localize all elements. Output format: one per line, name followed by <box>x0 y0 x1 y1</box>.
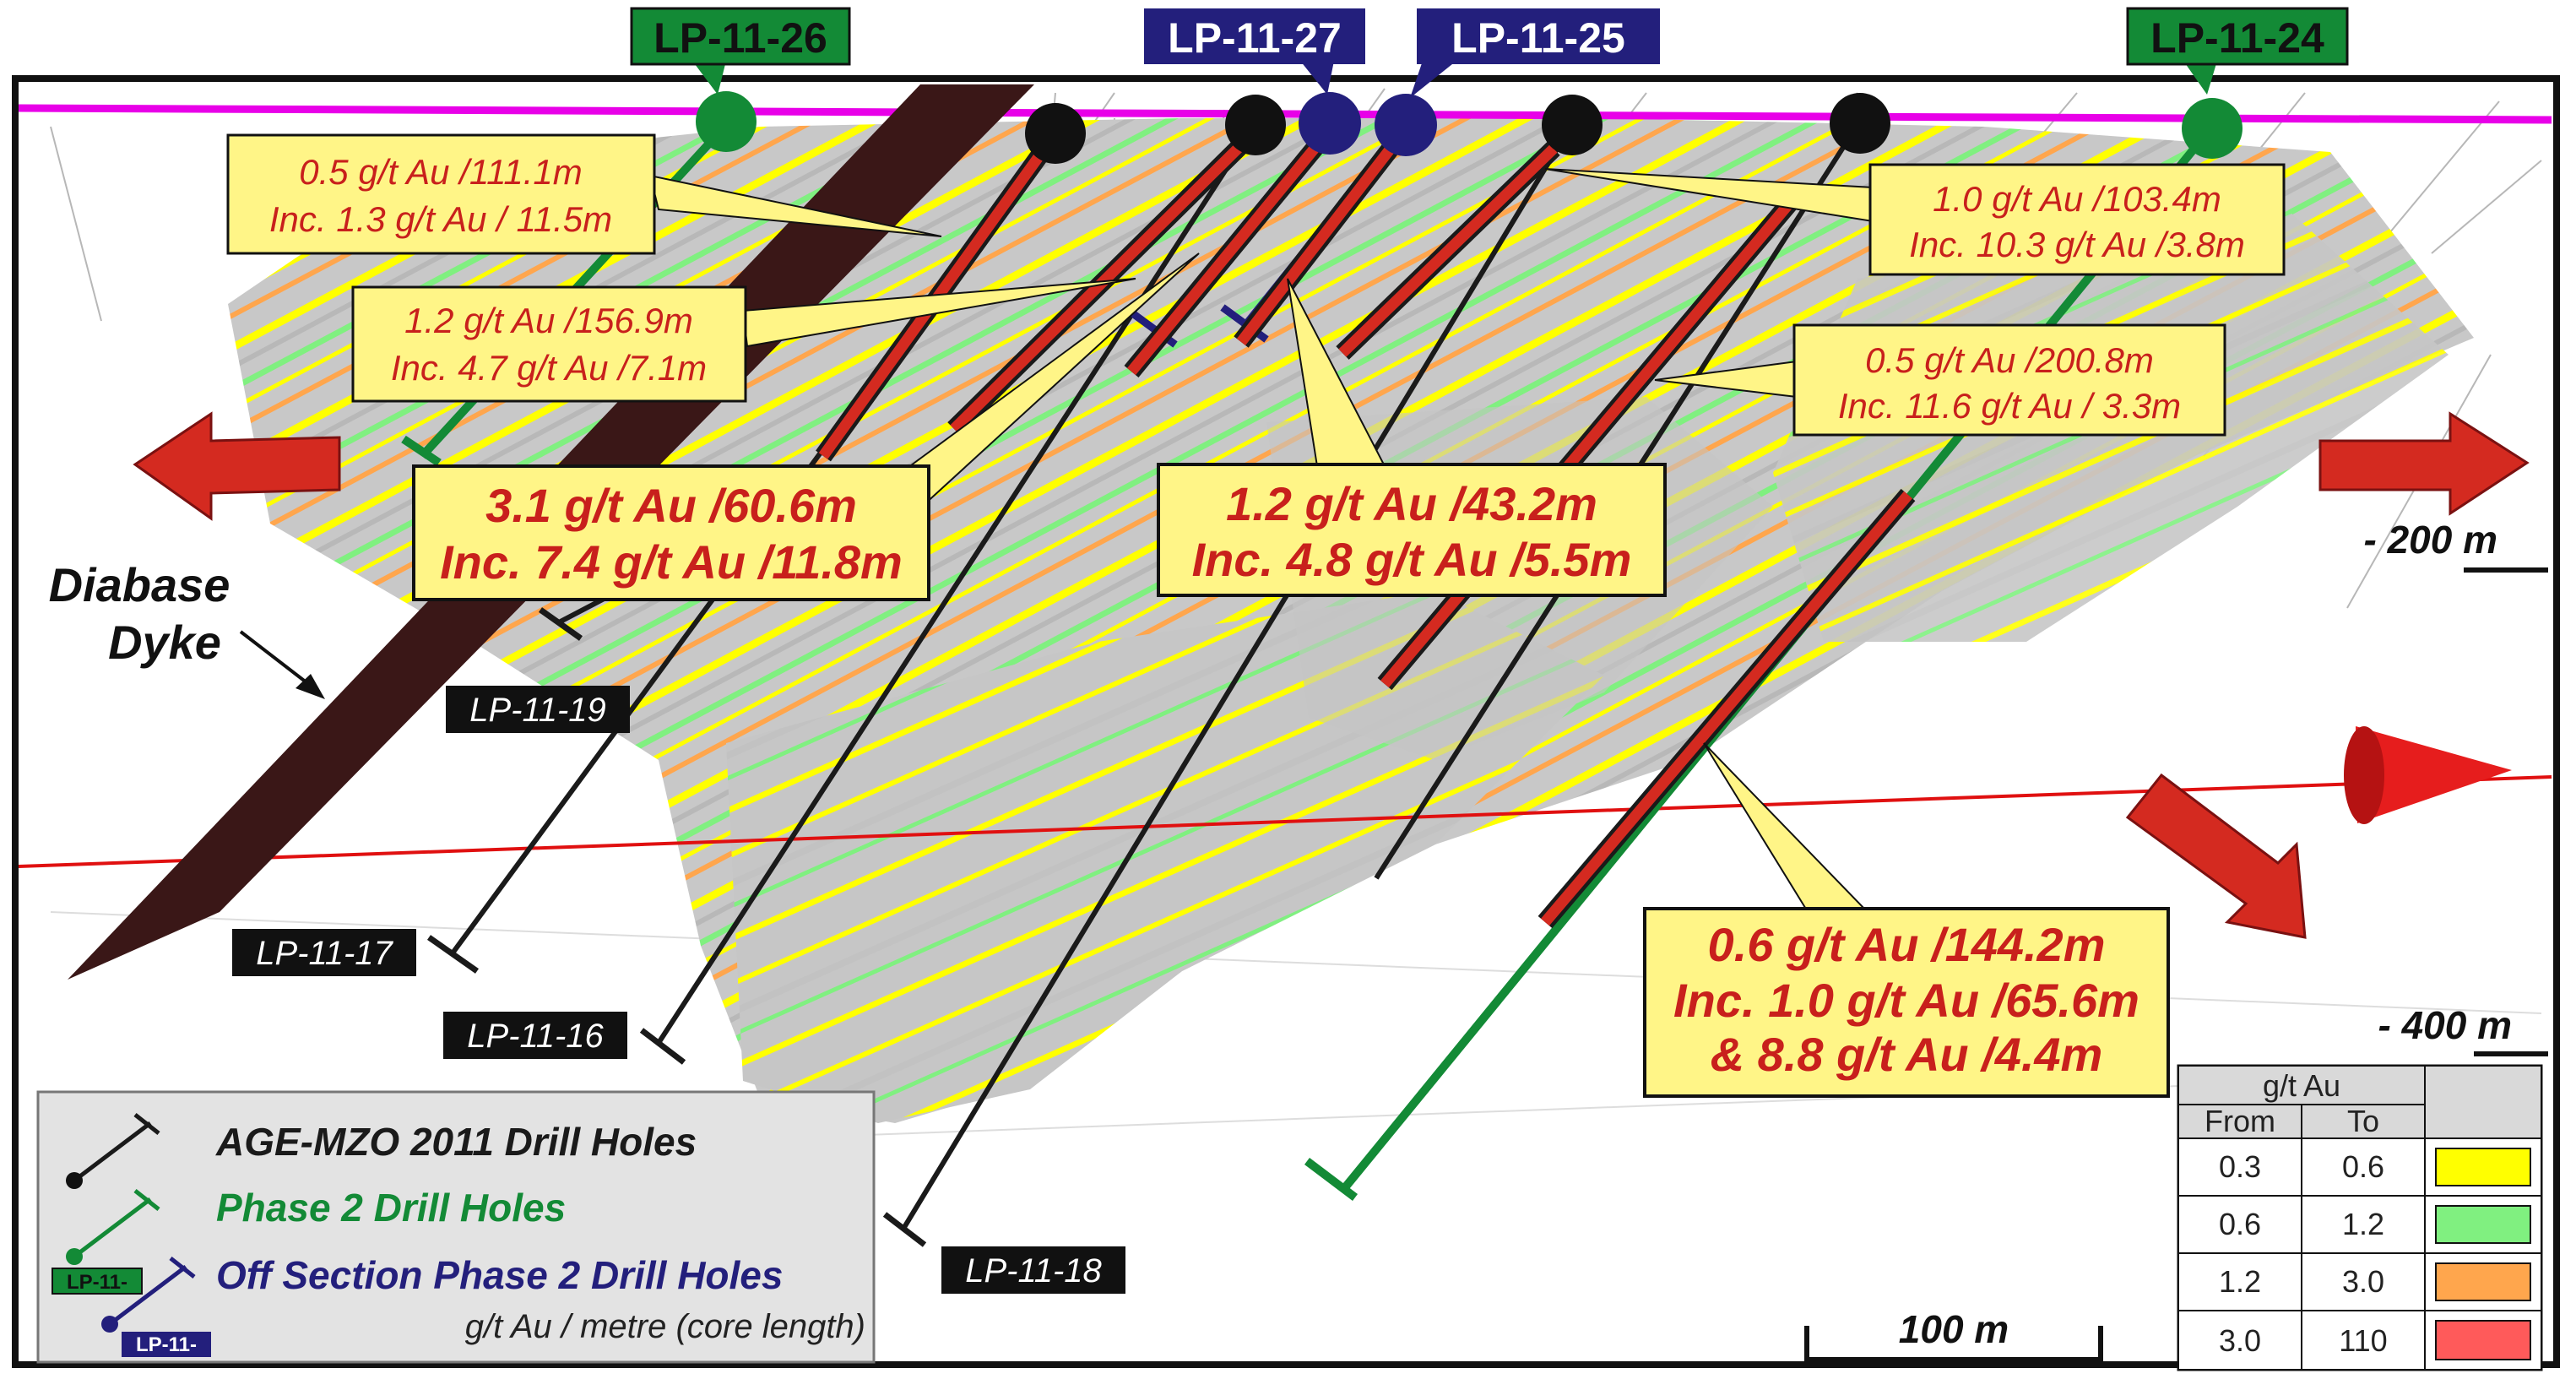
collar-age-1 <box>1025 103 1086 164</box>
grade-from: 1.2 <box>2219 1264 2261 1299</box>
callout-line: Inc. 4.8 g/t Au /5.5m <box>1192 533 1632 586</box>
hole-label-text: LP-11-19 <box>469 692 606 729</box>
callout-line: Inc. 7.4 g/t Au /11.8m <box>440 535 903 589</box>
grade-row: 0.6 1.2 <box>2177 1195 2542 1254</box>
callout-line: 1.2 g/t Au /156.9m <box>404 301 693 340</box>
legend-age-symbol <box>66 1113 160 1189</box>
callout-c4: 1.2 g/t Au /43.2m Inc. 4.8 g/t Au /5.5m <box>1157 278 1667 597</box>
grade-from: 0.6 <box>2219 1207 2261 1241</box>
grade-table-col-to: To <box>2347 1104 2379 1138</box>
collar-label-text: LP-11-25 <box>1451 14 1625 62</box>
grade-table-title: g/t Au <box>2263 1068 2340 1103</box>
callout-line: 0.5 g/t Au /200.8m <box>1865 340 2154 380</box>
grade-row: 3.0 110 <box>2177 1310 2542 1371</box>
legend-badge-blue: LP-11- <box>136 1333 197 1356</box>
callout-c2: 1.2 g/t Au /156.9m Inc. 4.7 g/t Au /7.1m <box>351 278 1136 403</box>
depth-label-200: - 200 m <box>2363 518 2497 562</box>
grade-from: 3.0 <box>2219 1323 2261 1358</box>
red-reference-line <box>18 775 2552 868</box>
hole-label-lp-11-19: LP-11-19 <box>446 686 630 733</box>
hole-label-text: LP-11-16 <box>467 1018 604 1055</box>
collar-label-lp-11-25: LP-11-25 <box>1410 8 1660 98</box>
legend-note: g/t Au / metre (core length) <box>465 1308 865 1345</box>
callout-c3: 3.1 g/t Au /60.6m Inc. 7.4 g/t Au /11.8m <box>412 252 1200 601</box>
collar-age-4 <box>1830 93 1890 154</box>
collar-lp-11-24 <box>2182 98 2242 159</box>
collar-label-lp-11-24: LP-11-24 <box>2126 7 2349 95</box>
grade-swatch <box>2435 1320 2531 1360</box>
grade-table-col-from: From <box>2205 1104 2275 1138</box>
grade-from: 0.3 <box>2219 1149 2261 1184</box>
collar-age-2 <box>1225 95 1286 155</box>
callout-line: Inc. 1.3 g/t Au / 11.5m <box>269 199 612 239</box>
collars <box>696 91 2242 164</box>
callout-line: 0.6 g/t Au /144.2m <box>1708 918 2106 971</box>
callout-line: Inc. 4.7 g/t Au /7.1m <box>391 348 707 388</box>
collar-age-3 <box>1542 95 1603 155</box>
intercept-bars-fill <box>818 141 1912 926</box>
callout-c5: 1.0 g/t Au /103.4m Inc. 10.3 g/t Au /3.8… <box>1544 163 2286 276</box>
arrow-down-right-icon <box>2125 773 2307 939</box>
hole-label-text: LP-11-18 <box>965 1252 1102 1289</box>
collar-label-text: LP-11-26 <box>653 14 827 62</box>
legend: AGE-MZO 2011 Drill Holes LP-11- Phase 2 … <box>36 1090 876 1364</box>
hole-end-ticks <box>426 607 927 1247</box>
collar-lp-11-27 <box>1299 92 1361 155</box>
north-cone-icon <box>2344 726 2512 824</box>
hole-label-lp-11-16: LP-11-16 <box>443 1012 627 1059</box>
grade-to: 0.6 <box>2342 1149 2384 1184</box>
callout-line: 1.2 g/t Au /43.2m <box>1226 477 1597 530</box>
callout-line: Inc. 1.0 g/t Au /65.6m <box>1673 974 2139 1027</box>
callout-line: 1.0 g/t Au /103.4m <box>1933 179 2221 219</box>
grade-to: 1.2 <box>2342 1207 2384 1241</box>
scale-bar: 100 m <box>1804 1307 2103 1362</box>
legend-off-section-label: Off Section Phase 2 Drill Holes <box>216 1253 783 1297</box>
grade-swatch <box>2435 1205 2531 1244</box>
hole-label-lp-11-18: LP-11-18 <box>941 1246 1125 1294</box>
dyke-label-line1: Diabase <box>49 558 230 611</box>
top-magenta-line <box>18 104 2552 124</box>
hole-label-text: LP-11-17 <box>256 935 393 972</box>
collar-lp-11-26 <box>696 91 757 152</box>
callout-line: 0.5 g/t Au /111.1m <box>299 152 582 192</box>
legend-phase2-symbol: LP-11- <box>52 1189 160 1295</box>
collar-label-text: LP-11-27 <box>1168 14 1342 62</box>
collar-label-lp-11-27: LP-11-27 <box>1144 8 1365 95</box>
callout-c1: 0.5 g/t Au /111.1m Inc. 1.3 g/t Au / 11.… <box>226 133 942 255</box>
grade-to: 3.0 <box>2342 1264 2384 1299</box>
arrow-left-icon <box>133 411 341 521</box>
depth-label-400: - 400 m <box>2378 1003 2512 1047</box>
arrow-right-icon <box>2318 411 2530 516</box>
legend-badge-green: LP-11- <box>67 1271 127 1294</box>
callout-line: Inc. 11.6 g/t Au / 3.3m <box>1838 386 2181 426</box>
collar-label-text: LP-11-24 <box>2150 14 2324 62</box>
grade-swatch <box>2435 1262 2531 1301</box>
dyke-label-line2: Dyke <box>108 616 221 669</box>
grade-row: 0.3 0.6 <box>2177 1137 2542 1197</box>
grade-to: 110 <box>2339 1323 2387 1358</box>
collar-label-lp-11-26: LP-11-26 <box>630 7 851 95</box>
grade-swatch <box>2435 1148 2531 1186</box>
collar-lp-11-25 <box>1375 94 1437 156</box>
grade-row: 1.2 3.0 <box>2177 1252 2542 1311</box>
callout-line: Inc. 10.3 g/t Au /3.8m <box>1909 225 2245 264</box>
callout-c7: 0.6 g/t Au /144.2m Inc. 1.0 g/t Au /65.6… <box>1643 742 2170 1098</box>
legend-phase2-label: Phase 2 Drill Holes <box>216 1186 566 1230</box>
dyke-pointer-arrow <box>239 630 325 699</box>
legend-age-label: AGE-MZO 2011 Drill Holes <box>215 1120 697 1164</box>
callout-line: & 8.8 g/t Au /4.4m <box>1711 1028 2103 1081</box>
callout-line: 3.1 g/t Au /60.6m <box>485 479 857 532</box>
hole-label-lp-11-17: LP-11-17 <box>232 929 416 976</box>
grade-table: g/t Au From To 0.3 0.6 0.6 1.2 1.2 3.0 <box>2177 1064 2543 1371</box>
callout-c6: 0.5 g/t Au /200.8m Inc. 11.6 g/t Au / 3.… <box>1654 323 2226 437</box>
legend-off-section-symbol: LP-11- <box>101 1257 211 1357</box>
scale-bar-label: 100 m <box>1899 1307 2009 1351</box>
